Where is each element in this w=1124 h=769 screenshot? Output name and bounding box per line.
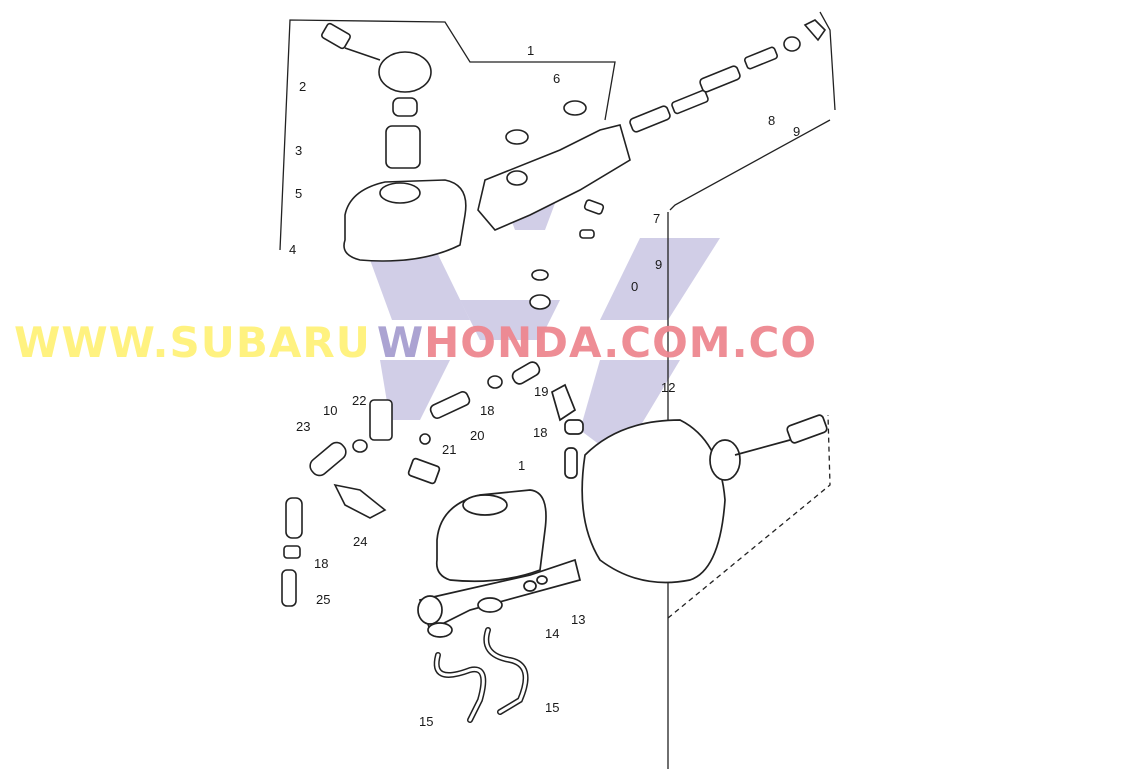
- callout-c9b: 9: [655, 257, 663, 272]
- watermark-part-subaru: WWW.SUBARU: [14, 318, 371, 367]
- callout-c15b: 15: [419, 714, 434, 729]
- callout-c24: 24: [353, 534, 368, 549]
- callout-c10: 10: [323, 403, 338, 418]
- callout-c0: 0: [631, 279, 639, 294]
- logo-watermark: [362, 190, 720, 460]
- callout-c21: 21: [442, 442, 457, 457]
- callout-c1a: 1: [527, 43, 535, 58]
- callout-c5: 5: [295, 186, 303, 201]
- callout-c18c: 18: [314, 556, 329, 571]
- watermark-part-honda: HONDA.COM.CO: [424, 318, 818, 367]
- watermark-part-w: W: [376, 318, 425, 367]
- reservoir-top: [321, 22, 467, 262]
- callout-c7: 7: [653, 211, 661, 226]
- gasket-bracket: [667, 414, 831, 619]
- master-cylinder-lower: [407, 457, 582, 638]
- callout-c19: 19: [534, 384, 549, 399]
- master-cylinder-upper: [477, 100, 631, 310]
- callout-c22: 22: [352, 393, 367, 408]
- callout-c6: 6: [553, 71, 561, 86]
- callout-c2: 2: [299, 79, 307, 94]
- piston-assembly: [629, 19, 827, 133]
- hoses-fittings: [281, 375, 503, 607]
- vacuum-booster: [511, 361, 828, 584]
- callout-c14: 14: [545, 626, 560, 641]
- callout-c20: 20: [470, 428, 485, 443]
- callout-c23: 23: [296, 419, 311, 434]
- callout-c1b: 1: [518, 458, 526, 473]
- callout-c4: 4: [289, 242, 297, 257]
- callout-c18b: 18: [533, 425, 548, 440]
- callout-c15a: 15: [545, 700, 560, 715]
- callout-c25: 25: [316, 592, 331, 607]
- callout-c12: 12: [661, 380, 676, 395]
- callout-c13: 13: [571, 612, 586, 627]
- callout-c8: 8: [768, 113, 776, 128]
- callout-c3: 3: [295, 143, 303, 158]
- callout-c18a: 18: [480, 403, 495, 418]
- callout-c9a: 9: [793, 124, 801, 139]
